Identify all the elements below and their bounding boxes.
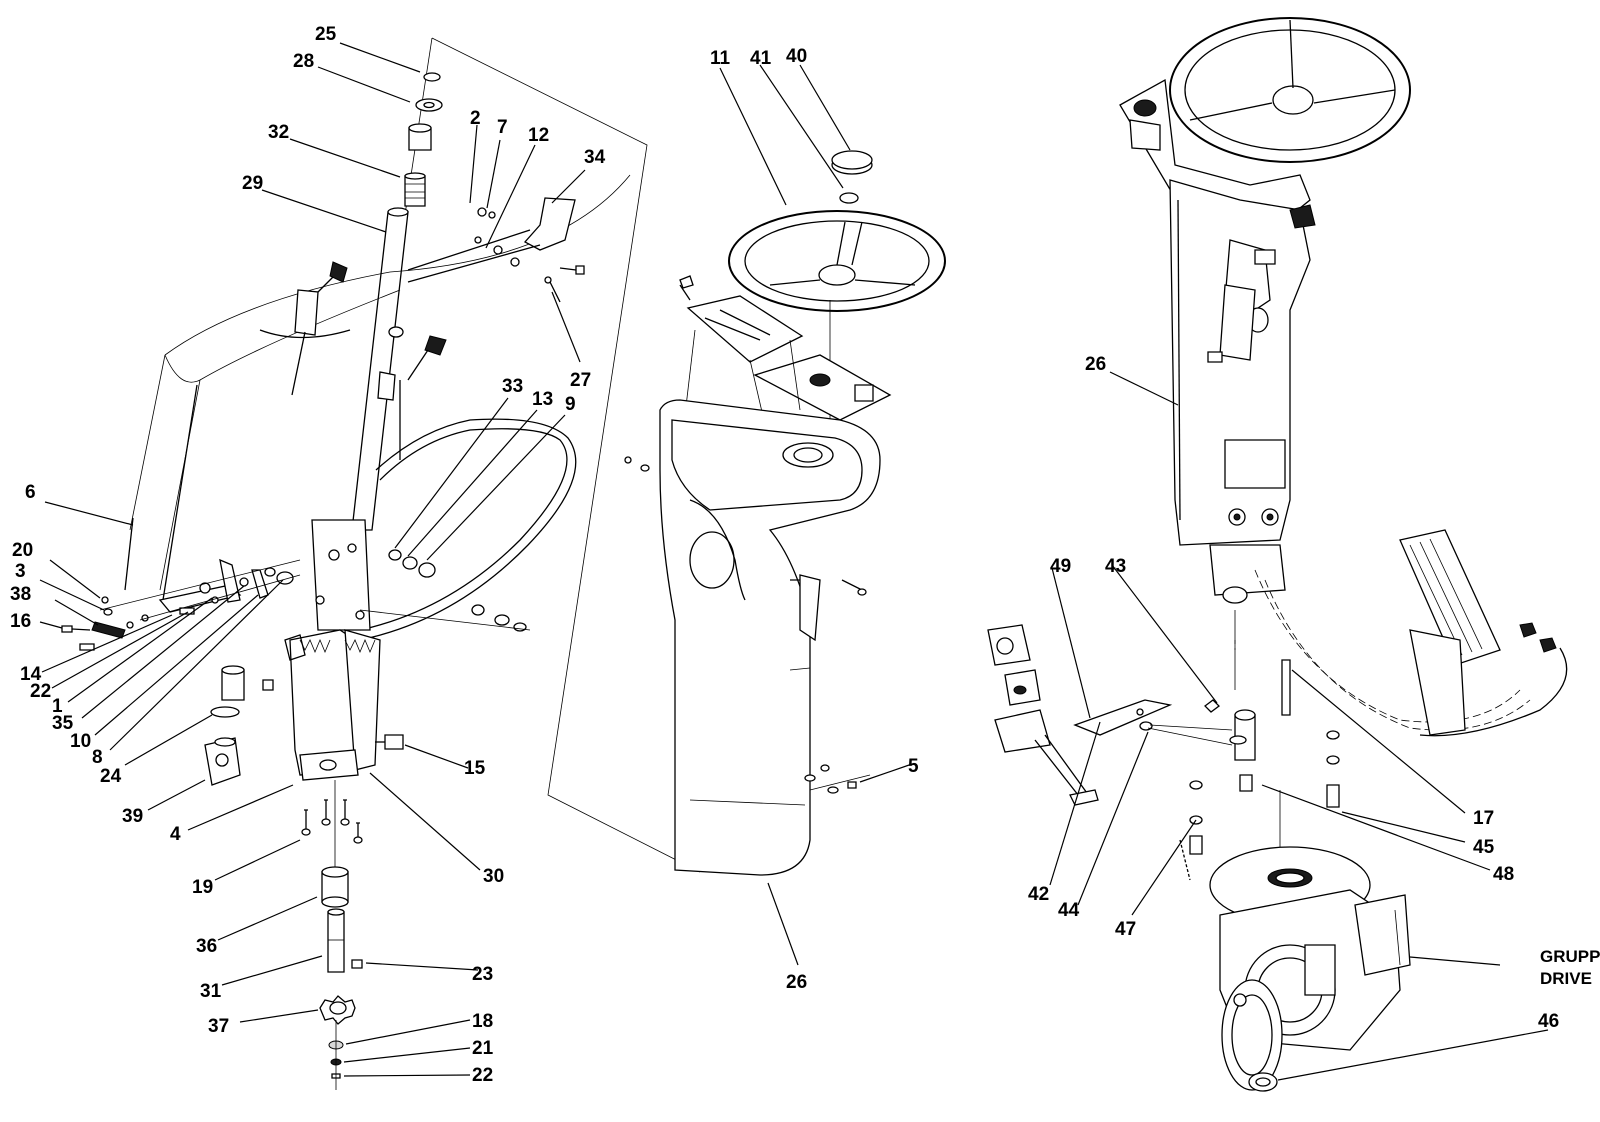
callout-21: 21 xyxy=(472,1038,494,1059)
callout-20: 20 xyxy=(12,540,33,561)
callout-36: 36 xyxy=(196,936,217,957)
callout-27: 27 xyxy=(570,370,591,391)
callout-8: 8 xyxy=(92,747,103,768)
callout-1: 1 xyxy=(52,696,63,717)
callout-17: 17 xyxy=(1473,808,1494,829)
callout-4: 4 xyxy=(170,824,181,845)
callout-18: 18 xyxy=(472,1011,493,1032)
callout-41: 41 xyxy=(750,48,772,69)
callout-23: 23 xyxy=(472,964,493,985)
callout-24: 24 xyxy=(100,766,122,787)
callout-47: 47 xyxy=(1115,919,1136,940)
callout-7: 7 xyxy=(497,117,508,138)
callout-26-middle: 26 xyxy=(786,972,807,993)
callout-30: 30 xyxy=(483,866,504,887)
callout-39: 39 xyxy=(122,806,143,827)
steering-console-assembly xyxy=(624,150,946,876)
callout-40: 40 xyxy=(786,46,807,67)
callout-22-lower: 22 xyxy=(472,1065,493,1086)
callout-2: 2 xyxy=(470,108,481,129)
callout-14: 14 xyxy=(20,664,42,685)
callout-43: 43 xyxy=(1105,556,1126,577)
group-label-line2: DRIVE xyxy=(1540,969,1592,988)
leader-lines xyxy=(39,42,1549,1081)
callout-46: 46 xyxy=(1538,1011,1559,1032)
callout-31: 31 xyxy=(200,981,222,1002)
callout-34: 34 xyxy=(584,147,606,168)
callout-38: 38 xyxy=(10,584,31,605)
callout-49: 49 xyxy=(1050,556,1071,577)
callout-6: 6 xyxy=(25,482,36,503)
callout-12: 12 xyxy=(528,125,549,146)
callout-44: 44 xyxy=(1058,900,1080,921)
callout-33: 33 xyxy=(502,376,523,397)
callout-16: 16 xyxy=(10,611,31,632)
callout-22-upper: 22 xyxy=(30,681,51,702)
callout-45: 45 xyxy=(1473,837,1495,858)
steering-column-assembly xyxy=(61,37,701,1090)
callout-26-right: 26 xyxy=(1085,354,1106,375)
drive-assembly xyxy=(987,17,1568,1092)
callout-42: 42 xyxy=(1028,884,1049,905)
callout-11: 11 xyxy=(710,48,731,69)
callout-5: 5 xyxy=(908,756,919,777)
callout-35: 35 xyxy=(52,713,74,734)
callout-15: 15 xyxy=(464,758,486,779)
callout-48: 48 xyxy=(1493,864,1514,885)
callout-37: 37 xyxy=(208,1016,229,1037)
callout-28: 28 xyxy=(293,51,314,72)
callout-13: 13 xyxy=(532,389,553,410)
callout-25: 25 xyxy=(315,24,337,45)
callout-32: 32 xyxy=(268,122,289,143)
callout-10: 10 xyxy=(70,731,91,752)
callout-3: 3 xyxy=(15,561,26,582)
callout-9: 9 xyxy=(565,394,576,415)
group-label-line1: GRUPP xyxy=(1540,947,1600,966)
callout-labels: 25 28 32 29 2 7 12 34 27 33 13 9 6 20 3 … xyxy=(10,24,1600,1086)
callout-19: 19 xyxy=(192,877,213,898)
callout-29: 29 xyxy=(242,173,263,194)
